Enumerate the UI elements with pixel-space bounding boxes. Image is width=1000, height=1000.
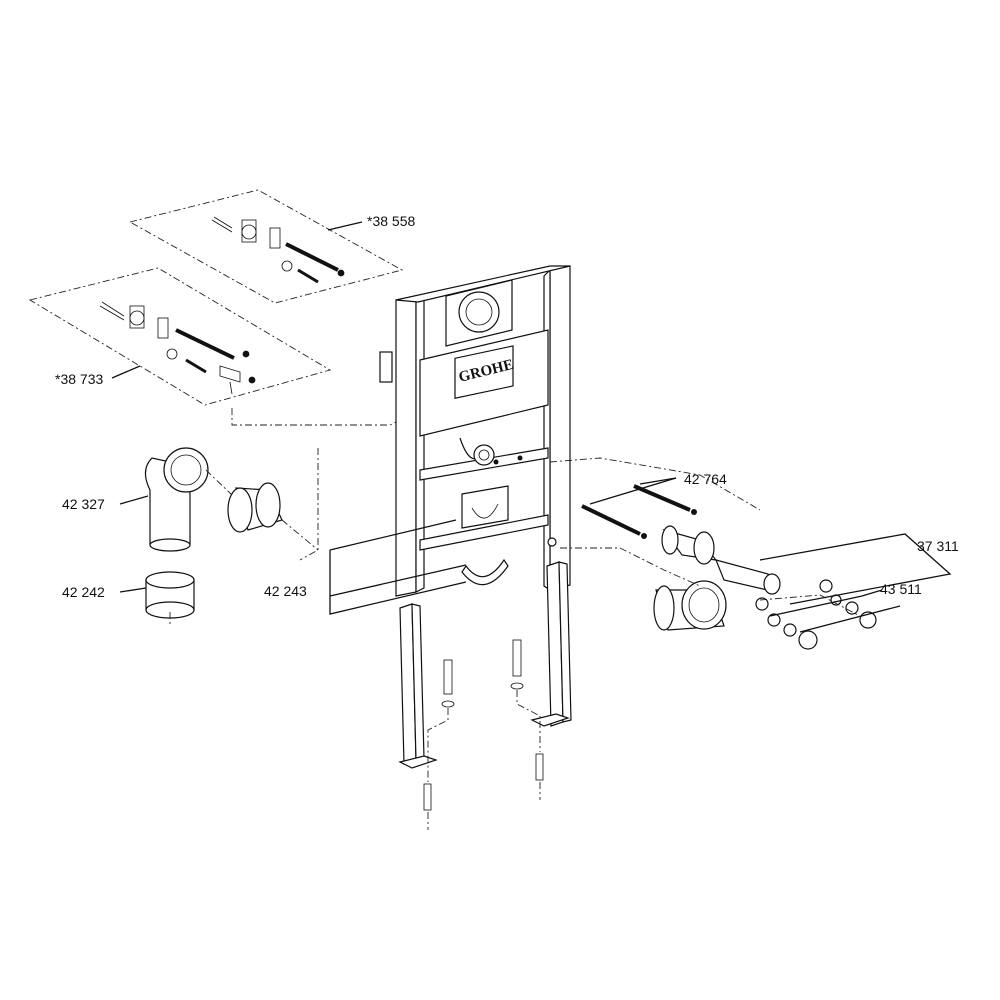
label-42327: 42 327 [62, 496, 105, 512]
label-43511: 43 511 [880, 581, 922, 597]
leader-dashed-top [231, 408, 421, 426]
label-38558: *38 558 [367, 213, 415, 229]
label-38733: *38 733 [55, 371, 103, 387]
part-42243-bracket [461, 485, 509, 586]
leader-sleeve-frame [281, 519, 319, 551]
part-43511-fixings [755, 579, 877, 650]
installation-frame: GROHE [379, 265, 571, 597]
part-42242-adapter [145, 571, 195, 619]
part-42764-rods [581, 484, 697, 539]
part-sleeve-left [227, 482, 283, 533]
label-42243: 42 243 [264, 583, 307, 599]
leader-fixings [759, 594, 861, 617]
leader-elbow-sleeve [205, 469, 233, 496]
part-42327-elbow [144, 447, 209, 552]
label-42242: 42 242 [62, 584, 105, 600]
part-connector-pipe [661, 525, 781, 595]
label-42764: 42 764 [684, 471, 727, 487]
leader-bend [560, 547, 701, 587]
leader-dashed-elbow [299, 448, 319, 561]
label-37311: 37 311 [917, 538, 959, 554]
frame-legs [398, 561, 572, 830]
kit-panel-38733 [28, 267, 332, 406]
kit-panel-38558 [128, 189, 404, 304]
callouts: *38 558 *38 733 42 327 42 242 42 243 42 … [55, 213, 959, 633]
leader-rods [549, 457, 761, 511]
part-flush-bend [653, 580, 727, 631]
